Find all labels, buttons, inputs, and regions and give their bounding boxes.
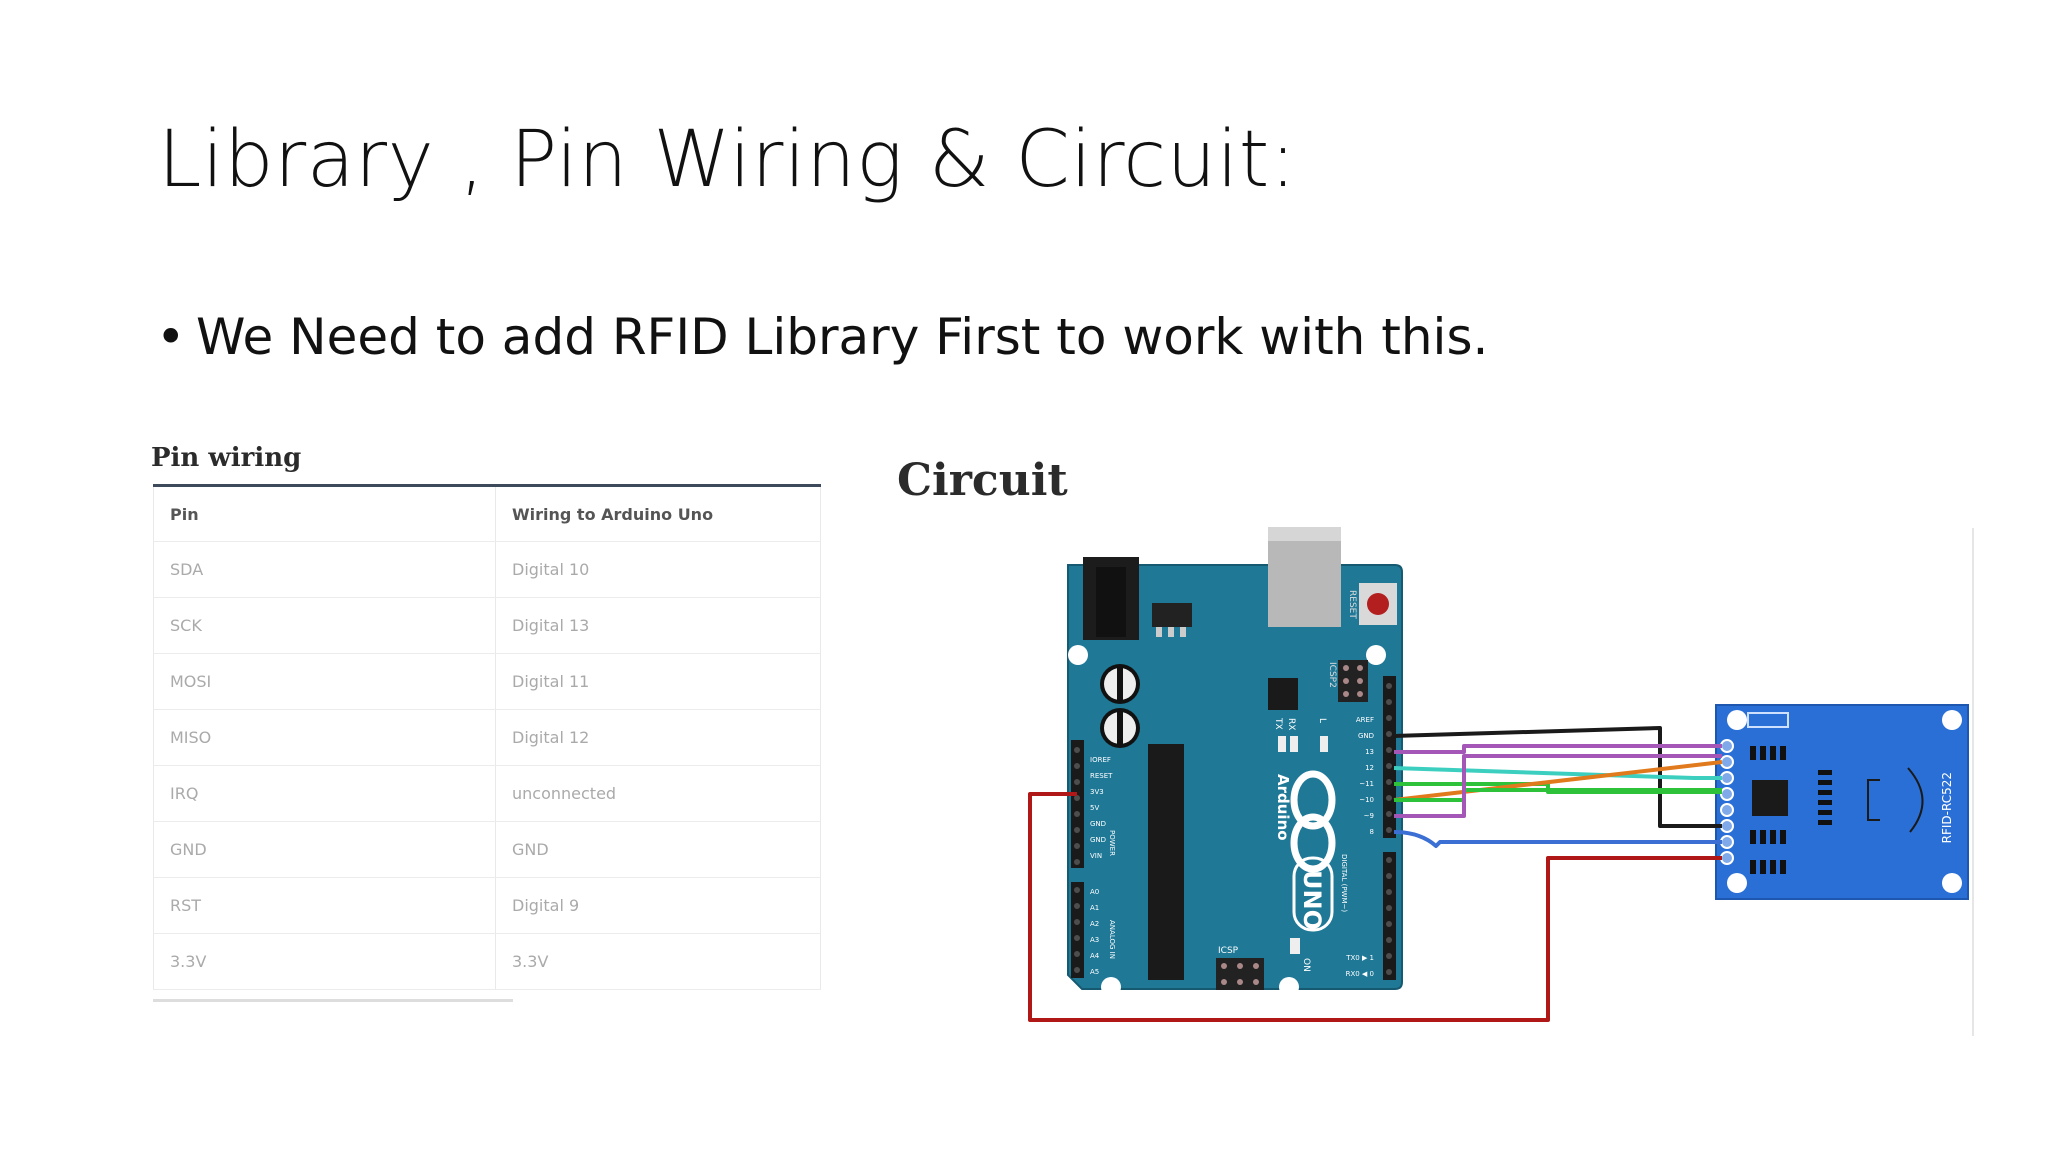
wiring-cell: Digital 13 bbox=[495, 597, 821, 654]
svg-text:DIGITAL (PWM~): DIGITAL (PWM~) bbox=[1340, 854, 1348, 912]
wiring-cell: 3.3V bbox=[495, 933, 821, 990]
svg-text:ICSP: ICSP bbox=[1218, 946, 1239, 956]
svg-text:~11: ~11 bbox=[1359, 780, 1374, 788]
pin-cell: MOSI bbox=[153, 653, 496, 710]
svg-text:RESET: RESET bbox=[1090, 772, 1113, 780]
svg-text:A5: A5 bbox=[1090, 968, 1099, 976]
slide-title: Library , Pin Wiring & Circuit: bbox=[158, 115, 1297, 205]
arduino-logo: Arduino UNO bbox=[1274, 770, 1336, 932]
svg-text:~10: ~10 bbox=[1359, 796, 1374, 804]
pin-cell: SCK bbox=[153, 597, 496, 654]
pin-wiring-heading: Pin wiring bbox=[151, 443, 302, 473]
wire-rst-purple bbox=[1394, 754, 1722, 818]
svg-text:VIN: VIN bbox=[1090, 852, 1102, 860]
svg-text:A2: A2 bbox=[1090, 920, 1099, 928]
svg-text:13: 13 bbox=[1365, 748, 1374, 756]
wiring-cell: Digital 10 bbox=[495, 541, 821, 598]
svg-text:RFID-RC522: RFID-RC522 bbox=[1940, 772, 1954, 843]
rfid-chip bbox=[1752, 780, 1788, 816]
svg-text:UNO: UNO bbox=[1298, 870, 1326, 930]
bullet-text: We Need to add RFID Library First to wor… bbox=[196, 308, 1489, 366]
wiring-cell: Digital 11 bbox=[495, 653, 821, 710]
wiring-cell: Digital 9 bbox=[495, 877, 821, 934]
bullet-dot: • bbox=[156, 308, 186, 366]
svg-text:POWER: POWER bbox=[1108, 830, 1116, 856]
svg-text:IOREF: IOREF bbox=[1090, 756, 1111, 764]
power-header bbox=[1071, 740, 1084, 868]
svg-text:RX0 ◀ 0: RX0 ◀ 0 bbox=[1346, 970, 1374, 978]
wire-3v3 bbox=[1028, 792, 1722, 1022]
wire-rst bbox=[1393, 830, 1722, 848]
svg-text:L: L bbox=[1317, 718, 1327, 723]
pin-cell: RST bbox=[153, 877, 496, 934]
svg-text:A3: A3 bbox=[1090, 936, 1099, 944]
svg-text:3V3: 3V3 bbox=[1090, 788, 1104, 796]
analog-header bbox=[1071, 882, 1084, 978]
svg-text:RESET: RESET bbox=[1347, 590, 1357, 619]
svg-text:Arduino: Arduino bbox=[1274, 774, 1292, 841]
svg-text:5V: 5V bbox=[1090, 804, 1099, 812]
svg-text:A0: A0 bbox=[1090, 888, 1099, 896]
svg-text:A1: A1 bbox=[1090, 904, 1099, 912]
arduino-uno-board: RESET ICSP2 TX RX L ON A bbox=[1067, 527, 1403, 997]
svg-text:AREF: AREF bbox=[1356, 716, 1374, 724]
table-header-row: Pin Wiring to Arduino Uno bbox=[153, 485, 821, 542]
wire-mosi bbox=[1393, 766, 1722, 780]
circuit-heading: Circuit bbox=[897, 455, 1068, 506]
bullet-item: •We Need to add RFID Library First to wo… bbox=[156, 310, 1488, 365]
svg-text:~9: ~9 bbox=[1364, 812, 1374, 820]
svg-text:TX: TX bbox=[1273, 717, 1283, 730]
wire-sck bbox=[1394, 744, 1722, 754]
pin-cell: IRQ bbox=[153, 765, 496, 822]
column-header-wiring: Wiring to Arduino Uno bbox=[495, 485, 821, 542]
usb-port bbox=[1268, 527, 1341, 627]
pin-cell: GND bbox=[153, 821, 496, 878]
svg-text:12: 12 bbox=[1365, 764, 1374, 772]
wires bbox=[1028, 726, 1723, 1022]
wire-sda bbox=[1393, 760, 1723, 802]
mounting-hole bbox=[1068, 645, 1088, 665]
svg-text:GND: GND bbox=[1090, 836, 1106, 844]
svg-text:8: 8 bbox=[1370, 828, 1374, 836]
rfid-rc522-module: RFID-RC522 bbox=[1715, 704, 1969, 900]
pin-cell: SDA bbox=[153, 541, 496, 598]
svg-text:TX0 ▶ 1: TX0 ▶ 1 bbox=[1345, 954, 1374, 962]
wiring-cell: Digital 12 bbox=[495, 709, 821, 766]
pin-cell: MISO bbox=[153, 709, 496, 766]
svg-text:GND: GND bbox=[1358, 732, 1374, 740]
microcontroller-chip bbox=[1148, 744, 1184, 980]
wiring-cell: GND bbox=[495, 821, 821, 878]
svg-text:ICSP2: ICSP2 bbox=[1327, 662, 1337, 688]
svg-text:ANALOG IN: ANALOG IN bbox=[1108, 920, 1116, 959]
svg-text:A4: A4 bbox=[1090, 952, 1100, 960]
svg-text:RX: RX bbox=[1286, 718, 1296, 730]
digital-header-low bbox=[1383, 852, 1396, 980]
cropped-footnote bbox=[153, 995, 513, 1005]
svg-text:GND: GND bbox=[1090, 820, 1106, 828]
wiring-cell: unconnected bbox=[495, 765, 821, 822]
svg-text:ON: ON bbox=[1301, 958, 1311, 972]
